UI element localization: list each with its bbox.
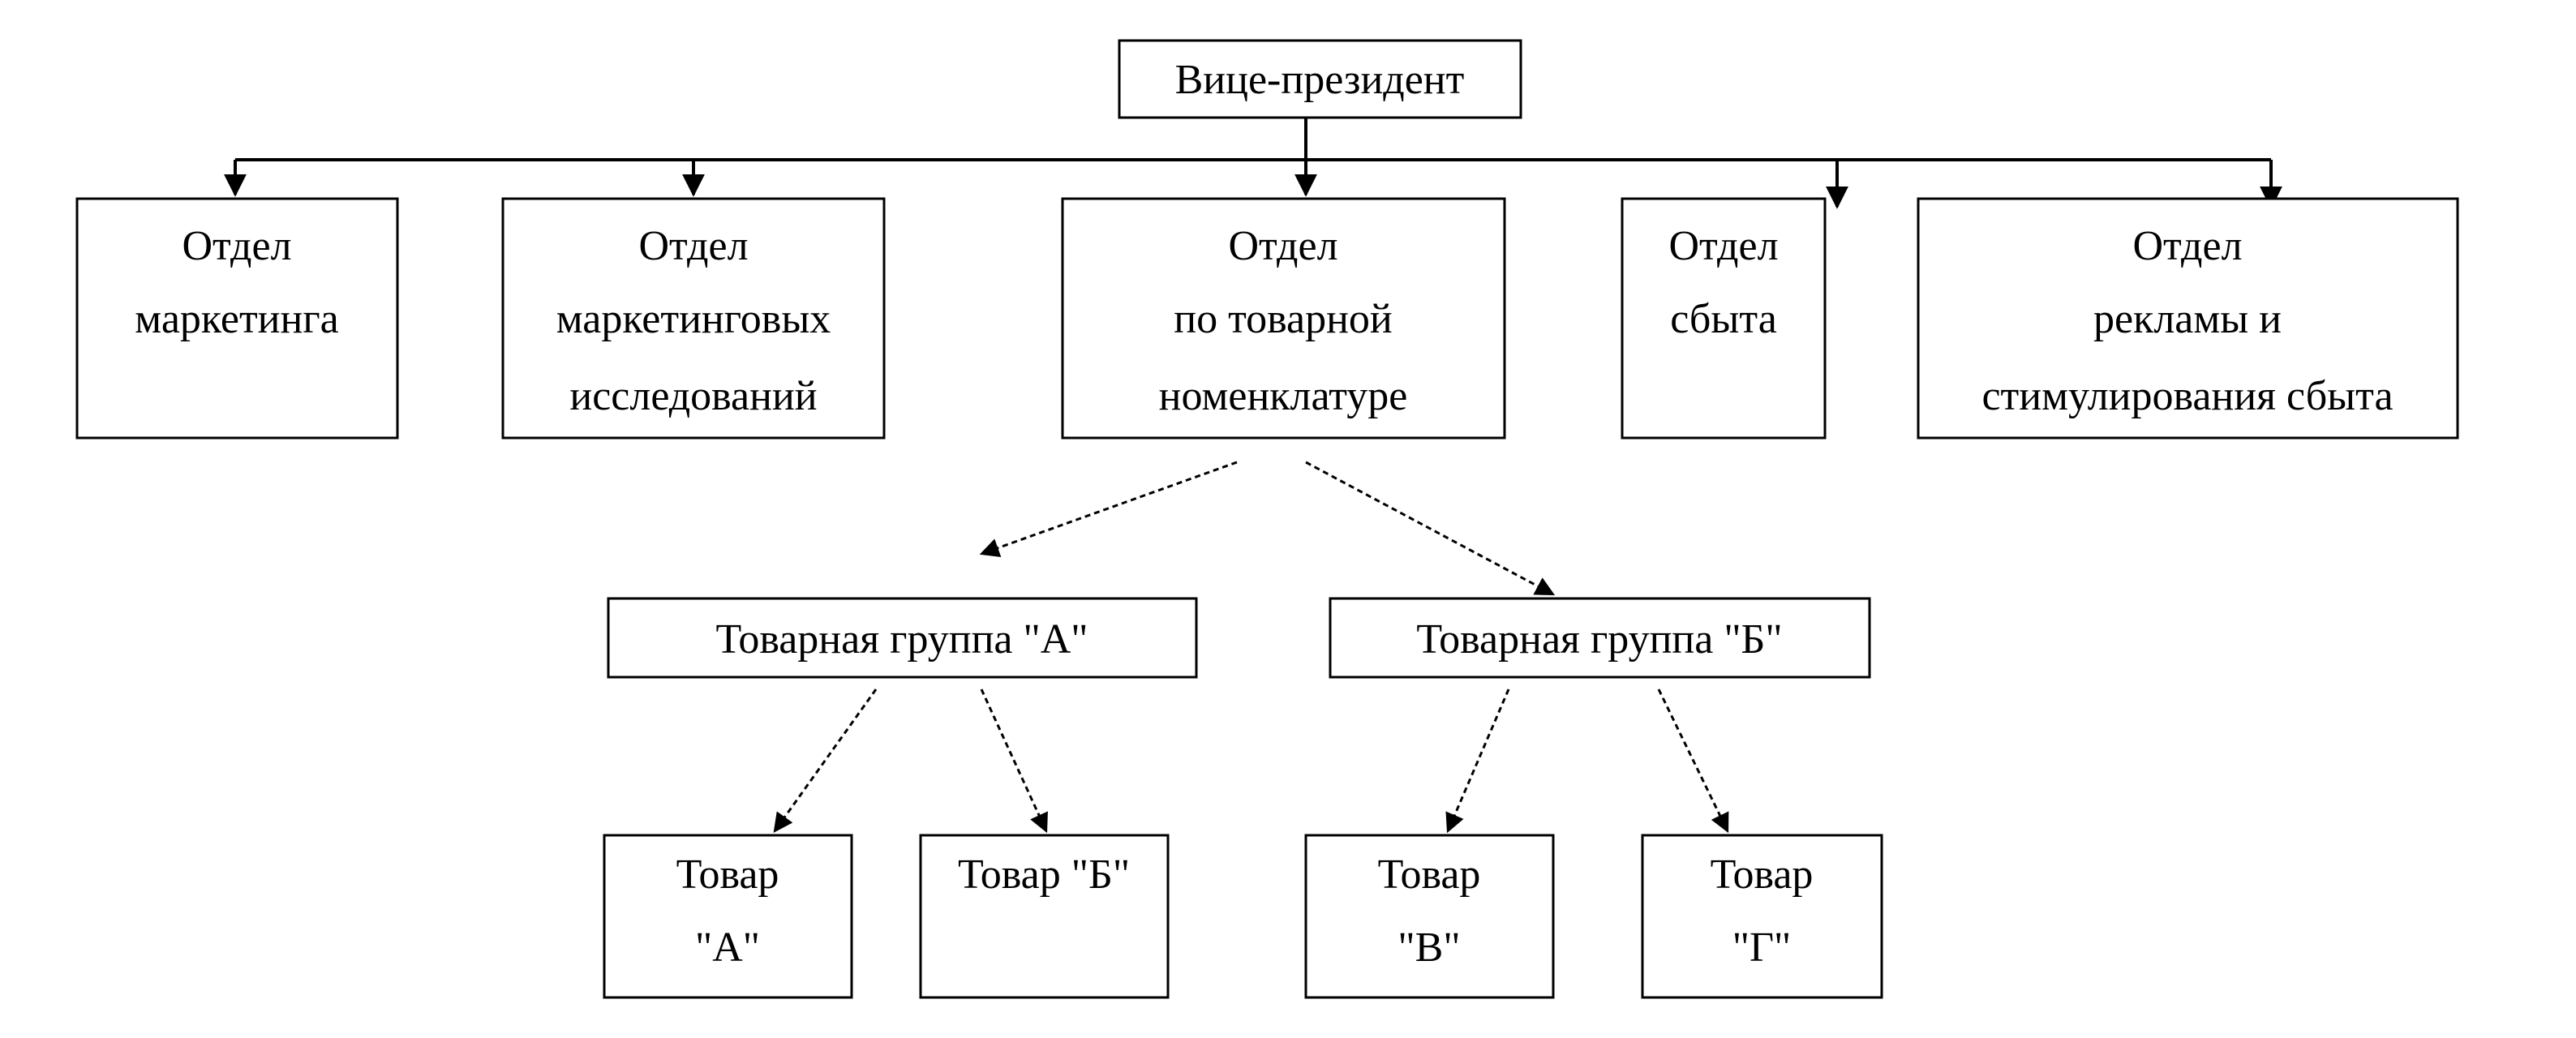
dept-research-line2: маркетинговых [556,296,831,342]
dept-sales-line2: сбыта [1670,296,1777,342]
product-a-line1: Товар [676,851,779,898]
arrow-to-product-v [1445,688,1510,834]
group-b-label: Товарная группа "Б" [1416,616,1782,663]
arrow-to-product-b [980,688,1048,834]
product-g-line1: Товар [1711,851,1814,898]
dept-advertising-line3: стимулирования сбыта [1981,373,2393,419]
node-product-v: Товар "В" [1304,834,1555,999]
dept-nomenclature-line3: номенклатуре [1159,373,1408,419]
dept-research-line1: Отдел [638,223,748,269]
node-dept-nomenclature: Отдел по товарной номенклатуре [1061,197,1506,440]
node-group-a: Товарная группа "А" [607,597,1198,679]
node-product-a: Товар "А" [603,834,853,999]
dept-nomenclature-line1: Отдел [1228,223,1337,269]
dashed-connectors [773,461,1729,834]
dept-sales-line1: Отдел [1668,223,1778,269]
node-vice-president-label: Вице-президент [1175,57,1465,103]
product-a-line2: "А" [695,924,760,971]
node-product-g: Товар "Г" [1641,834,1883,999]
product-v-line1: Товар [1378,851,1481,898]
node-vice-president: Вице-президент [1118,39,1522,119]
product-g-line2: "Г" [1732,924,1792,971]
dept-advertising-line2: рекламы и [2093,296,2282,342]
dept-marketing-line1: Отдел [182,223,291,269]
product-v-line2: "В" [1397,924,1460,971]
node-dept-research: Отдел маркетинговых исследований [501,197,886,440]
arrow-to-product-g [1657,688,1729,834]
product-b-line1: Товар "Б" [958,851,1130,898]
dept-research-line3: исследований [569,373,817,419]
dept-marketing-line2: маркетинга [135,296,338,342]
arrow-to-group-a [979,461,1238,558]
dept-nomenclature-line2: по товарной [1174,296,1392,342]
group-a-label: Товарная группа "А" [715,616,1088,663]
node-product-b: Товар "Б" [919,834,1170,999]
dept-advertising-line1: Отдел [2132,223,2242,269]
vp-connectors [224,118,2282,209]
arrow-to-group-b [1305,461,1556,596]
arrow-to-product-a [773,688,878,833]
node-dept-sales: Отдел сбыта [1621,197,1827,440]
node-group-b: Товарная группа "Б" [1329,597,1871,679]
node-dept-marketing: Отдел маркетинга [75,197,399,440]
node-dept-advertising: Отдел рекламы и стимулирования сбыта [1917,197,2459,440]
